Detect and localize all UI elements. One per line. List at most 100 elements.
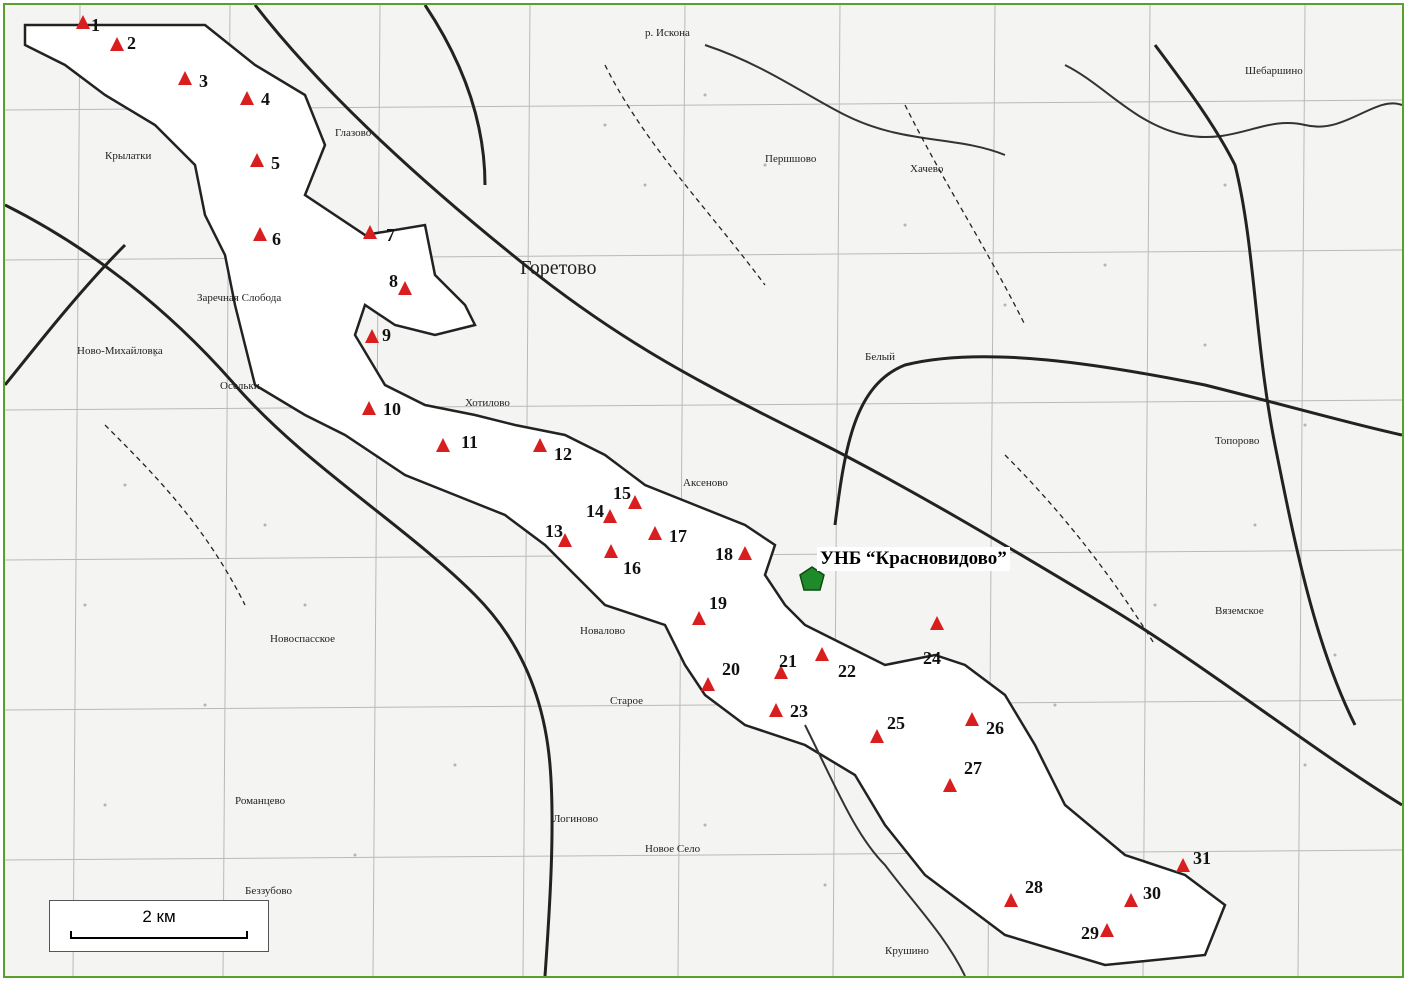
place-label: Шебаршино [1245, 65, 1303, 77]
site-marker-icon [363, 225, 377, 239]
site-marker-icon [1124, 893, 1138, 907]
scale-tick [70, 931, 72, 939]
site-number: 5 [271, 153, 280, 173]
place-label: Вяземское [1215, 605, 1264, 617]
place-label: Топорово [1215, 435, 1260, 447]
site-marker-icon [943, 778, 957, 792]
place-label: Аксеново [683, 477, 728, 489]
site-number: 27 [964, 758, 982, 778]
site-number: 20 [722, 659, 740, 679]
site-number: 3 [199, 71, 208, 91]
site-number: 29 [1081, 923, 1099, 943]
place-label: Крушино [885, 945, 929, 957]
site-marker-icon [533, 438, 547, 452]
place-label: Старое [610, 695, 644, 707]
site-marker-icon [965, 712, 979, 726]
site-number: 6 [272, 229, 281, 249]
site-number: 16 [623, 558, 641, 578]
place-label: Хотилово [465, 397, 510, 409]
site-marker-icon [1176, 858, 1190, 872]
site-number: 14 [586, 501, 604, 521]
site-marker-icon [398, 281, 412, 295]
site-number: 13 [545, 521, 563, 541]
scale-tick [246, 931, 248, 939]
site-marker-icon [870, 729, 884, 743]
site-number: 15 [613, 483, 631, 503]
site-marker-icon [365, 329, 379, 343]
site-number: 21 [779, 651, 797, 671]
site-number: 17 [669, 526, 687, 546]
site-marker-icon [1004, 893, 1018, 907]
site-marker-icon [558, 533, 572, 547]
site-marker-icon [178, 71, 192, 85]
site-number: 9 [382, 325, 391, 345]
site-marker-icon [738, 546, 752, 560]
site-marker-icon [692, 611, 706, 625]
place-label: Хачево [910, 163, 944, 175]
site-marker-icon [701, 677, 715, 691]
site-number: 25 [887, 713, 905, 733]
site-number: 1 [91, 15, 100, 35]
site-number: 18 [715, 544, 733, 564]
site-number: 19 [709, 593, 727, 613]
base-station-label: УНБ “Красновидово” [817, 547, 1010, 571]
scale-label: 2 км [142, 907, 176, 926]
scale-bar: 2 км [49, 900, 269, 952]
site-number: 24 [923, 648, 941, 668]
roads [5, 5, 1402, 976]
place-label: Логиново [553, 813, 599, 825]
site-number: 12 [554, 444, 572, 464]
scale-line [70, 937, 248, 939]
site-number: 10 [383, 399, 401, 419]
site-number: 23 [790, 701, 808, 721]
trails [104, 64, 1156, 646]
site-number: 30 [1143, 883, 1161, 903]
place-label: Глазово [335, 127, 372, 139]
site-marker-icon [253, 227, 267, 241]
place-label: Крылатки [105, 150, 152, 162]
site-number: 22 [838, 661, 856, 681]
river-line [804, 724, 966, 976]
site-number: 28 [1025, 877, 1043, 897]
river-line [704, 44, 1006, 156]
place-label: Заречная Слобода [197, 292, 282, 304]
site-marker-icon [628, 495, 642, 509]
site-number: 8 [389, 271, 398, 291]
site-marker-icon [250, 153, 264, 167]
site-marker-icon [76, 15, 90, 29]
site-marker-icon [110, 37, 124, 51]
place-label: Новоспасское [270, 633, 336, 645]
site-marker-icon [648, 526, 662, 540]
place-label: Новалово [580, 625, 626, 637]
place-label: Новое Село [645, 843, 701, 855]
place-label: Ново-Михайловка [77, 345, 163, 357]
site-marker-icon [604, 544, 618, 558]
site-marker-icon [240, 91, 254, 105]
topographic-map [5, 5, 1402, 976]
place-label: Осельки [220, 380, 260, 392]
reservoir-shoreline [23, 23, 1227, 967]
site-marker-icon [774, 665, 788, 679]
site-number: 7 [386, 225, 395, 245]
place-label: Романцево [235, 795, 286, 807]
base-station-icon [799, 566, 825, 591]
place-label: Горетово [520, 257, 597, 279]
site-marker-icon [815, 647, 829, 661]
site-number: 31 [1193, 848, 1211, 868]
place-label: р. Искона [645, 27, 690, 39]
site-marker-icon [362, 401, 376, 415]
site-number: 4 [261, 89, 270, 109]
site-number: 26 [986, 718, 1004, 738]
site-marker-icon [769, 703, 783, 717]
place-label: Беззубово [245, 885, 292, 897]
site-marker-icon [1100, 923, 1114, 937]
site-number: 2 [127, 33, 136, 53]
place-label: Першшово [765, 153, 817, 165]
site-marker-icon [930, 616, 944, 630]
map-frame: Горетово р. Искона Шебаршино Глазово Кры… [3, 3, 1404, 978]
place-label: Белый [865, 351, 895, 363]
site-marker-icon [436, 438, 450, 452]
site-number: 11 [461, 432, 479, 452]
site-marker-icon [603, 509, 617, 523]
river-line [1064, 64, 1402, 139]
